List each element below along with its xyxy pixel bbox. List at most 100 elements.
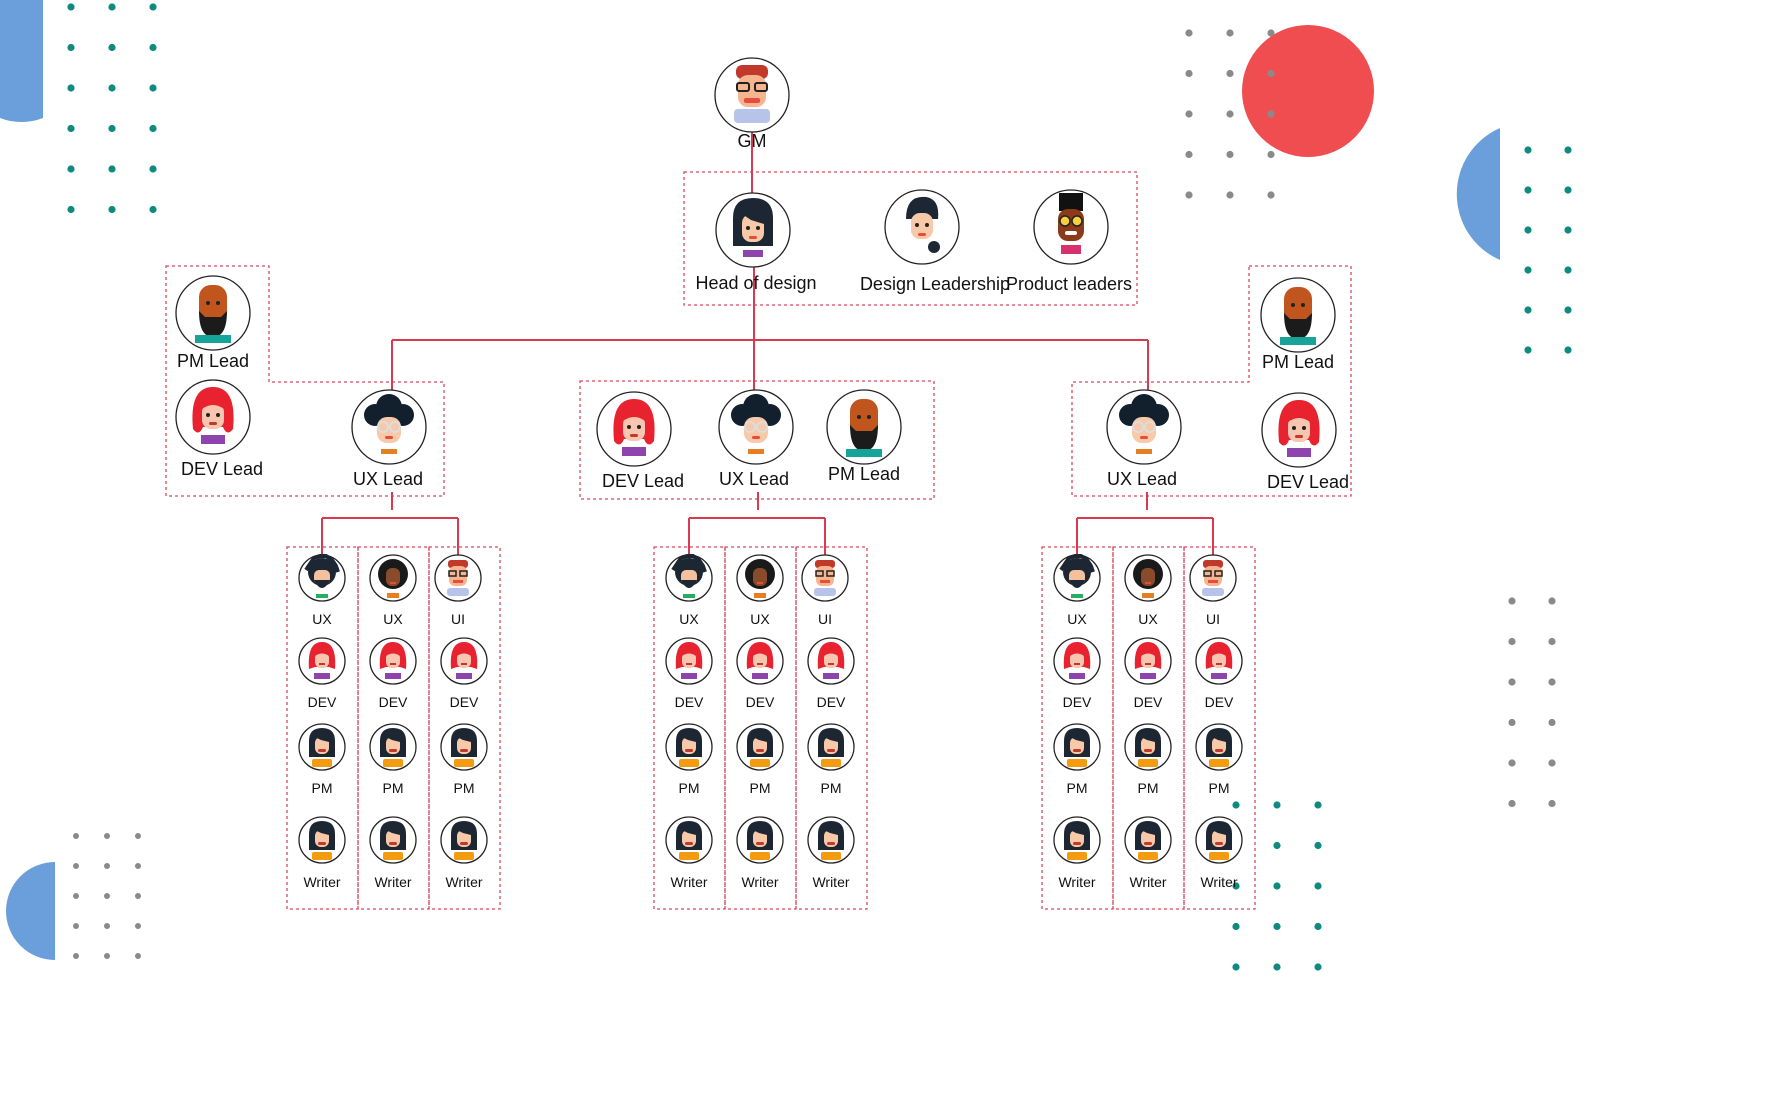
team-member: UX: [1052, 553, 1102, 627]
member-avatar-icon: [1195, 723, 1243, 771]
team-member: Writer: [1053, 816, 1101, 890]
decor-dot: [73, 923, 79, 929]
head-of-design-node: Head of design: [695, 192, 817, 293]
decor-dot: [73, 893, 79, 899]
center-pm-lead-node: PM Lead: [826, 389, 902, 484]
team-column-box: [1183, 546, 1256, 910]
member-avatar-icon: [1053, 816, 1101, 864]
right-dev-lead-node: DEV Lead: [1261, 392, 1349, 492]
member-role-label: DEV: [817, 694, 846, 710]
decor-dot: [1314, 882, 1322, 890]
team-member: Writer: [1124, 816, 1172, 890]
pm-lead-avatar-icon: [826, 389, 902, 465]
member-avatar-icon: [297, 553, 347, 603]
decor-dot: [1273, 922, 1281, 931]
decor-dot: [1185, 69, 1193, 78]
decor-dot: [67, 124, 75, 133]
center-dev-lead-node: DEV Lead: [596, 391, 684, 491]
member-avatar-icon: [736, 816, 784, 864]
member-avatar-icon: [807, 723, 855, 771]
pm-lead-label: PM Lead: [1262, 352, 1334, 372]
decor-dot: [1508, 637, 1516, 646]
team-member: UI: [801, 554, 849, 627]
member-role-label: UX: [383, 611, 403, 627]
member-role-label: Writer: [1200, 874, 1237, 890]
gray-dot-grid-top-right: [1185, 29, 1275, 199]
decor-dot: [67, 43, 75, 52]
gm-avatar-icon: [714, 57, 790, 133]
decor-dot: [1232, 801, 1240, 809]
decor-dot: [1508, 597, 1516, 605]
member-avatar-icon: [665, 637, 713, 685]
member-avatar-icon: [1052, 553, 1102, 603]
team-member: UX: [736, 554, 784, 627]
decor-dot: [1314, 841, 1322, 850]
team-member: DEV: [665, 637, 713, 710]
decor-dot: [1524, 146, 1532, 154]
right-team-bracket: [1076, 517, 1214, 556]
member-role-label: UI: [818, 611, 832, 627]
decor-dot: [1548, 678, 1556, 686]
decor-dot: [1548, 637, 1556, 646]
decor-dot: [1226, 150, 1234, 159]
gm-label: GM: [738, 131, 767, 151]
team-member: PM: [807, 723, 855, 796]
decor-dot: [67, 3, 75, 11]
dev-lead-label: DEV Lead: [1267, 472, 1349, 492]
decor-dot: [1508, 759, 1516, 767]
team-member: UX: [1124, 554, 1172, 627]
background-decorations: [0, 0, 1572, 971]
team-member: PM: [1195, 723, 1243, 796]
design-leadership-avatar-icon: [884, 189, 960, 265]
team-member: Writer: [665, 816, 713, 890]
member-role-label: UX: [750, 611, 770, 627]
decor-dot: [135, 893, 141, 899]
team-member: PM: [1053, 723, 1101, 796]
member-role-label: Writer: [812, 874, 849, 890]
decor-dot: [67, 165, 75, 173]
decor-dot: [1226, 191, 1234, 199]
member-role-label: PM: [1138, 780, 1159, 796]
member-avatar-icon: [1124, 637, 1172, 685]
head-of-design-avatar-icon: [715, 192, 791, 268]
decor-dot: [73, 863, 79, 869]
decor-dot: [1314, 963, 1322, 971]
right-leads-box: [1071, 265, 1352, 497]
left-pm-lead-node: PM Lead: [175, 275, 251, 371]
team-column-box: [795, 546, 868, 910]
team-member: Writer: [298, 816, 346, 890]
member-role-label: UX: [679, 611, 699, 627]
ux-lead-avatar-icon: [1106, 389, 1182, 465]
team-member: DEV: [1195, 637, 1243, 710]
gray-dot-grid-right: [1508, 597, 1556, 808]
member-avatar-icon: [665, 816, 713, 864]
decor-dot: [1564, 346, 1572, 354]
member-avatar-icon: [1195, 816, 1243, 864]
member-avatar-icon: [807, 816, 855, 864]
member-role-label: Writer: [1058, 874, 1095, 890]
member-avatar-icon: [1189, 554, 1237, 602]
member-role-label: DEV: [746, 694, 775, 710]
decor-dot: [1524, 186, 1532, 194]
dev-lead-avatar-icon: [175, 379, 251, 455]
team-member: Writer: [440, 816, 488, 890]
product-leaders-avatar-icon: [1033, 189, 1109, 265]
gray-dot-grid-bottom-left: [73, 833, 141, 959]
decor-dot: [135, 923, 141, 929]
blue-semicircle-right: [1456, 128, 1500, 260]
decor-dot: [1548, 597, 1556, 605]
member-role-label: Writer: [741, 874, 778, 890]
decor-dot: [104, 863, 110, 869]
team-member: PM: [440, 723, 488, 796]
member-role-label: PM: [1209, 780, 1230, 796]
member-avatar-icon: [1195, 637, 1243, 685]
left-team-bracket: [321, 517, 459, 556]
team-member: DEV: [736, 637, 784, 710]
decor-dot: [67, 205, 75, 214]
decor-dot: [1232, 963, 1240, 971]
member-avatar-icon: [434, 554, 482, 602]
member-role-label: PM: [1067, 780, 1088, 796]
decor-dot: [1226, 29, 1234, 37]
decor-dot: [1232, 882, 1240, 890]
